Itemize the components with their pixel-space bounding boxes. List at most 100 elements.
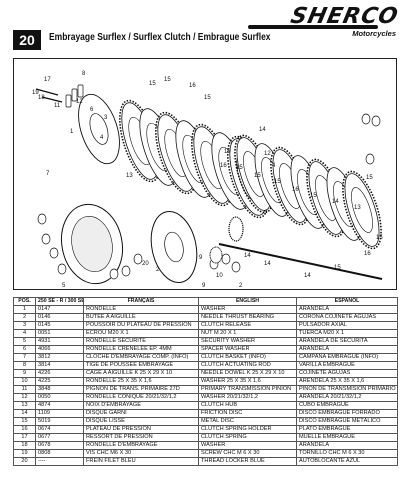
sherco-logo: SHERCO Motorcycles xyxy=(228,4,401,44)
column-header: ESPAÑOL xyxy=(296,297,398,306)
diagram-callout-label: 4 xyxy=(272,163,276,169)
clutch-rod xyxy=(218,243,383,280)
table-cell: PULSADOR AXIAL xyxy=(296,321,398,330)
table-cell: 4066 xyxy=(35,345,84,354)
clutch-bolt xyxy=(41,96,63,103)
table-cell: 3 xyxy=(13,321,36,330)
parts-table-header: POS.250 SE - R / 300 SE - RFRANÇAISENGLI… xyxy=(13,297,398,306)
table-cell: THREAD LOCKER BLUE xyxy=(198,457,297,466)
washer xyxy=(221,253,231,265)
table-cell: RONDELLE 25 X 35 X 1,6 xyxy=(83,377,199,386)
table-cell: PLATO EMBRAGUE xyxy=(296,425,398,434)
diagram-callout-label: 6 xyxy=(90,107,94,113)
diagram-callout-label: 5 xyxy=(62,283,66,289)
table-cell: 9 xyxy=(13,369,36,378)
diagram-callout-label: 15 xyxy=(376,235,383,241)
table-cell: 14 xyxy=(13,409,36,418)
clutch-basket-inner xyxy=(71,215,113,273)
table-cell: 2 xyxy=(13,313,36,322)
diagram-callout-label: 15 xyxy=(310,193,317,199)
table-cell: 8 xyxy=(13,361,36,370)
diagram-callout-label: 20 xyxy=(142,261,149,267)
table-cell: PIÑON DE TRANSMISIÓN PRIMARIO xyxy=(296,385,398,394)
table-cell: CLOCHE D'EMBRAYAGE COMP. (INFO) xyxy=(83,353,199,362)
table-cell: ---- xyxy=(35,457,84,466)
table-cell: DISCO EMBRAGUE FORRADO xyxy=(296,409,398,418)
table-cell: 19 xyxy=(13,449,36,458)
diagram-callout-label: 15 xyxy=(366,175,373,181)
table-cell: CLUTCH RELEASE xyxy=(198,321,297,330)
table-cell: SECURITY WASHER xyxy=(198,337,297,346)
table-cell: POUSSOIR DU PLATEAU DE PRESSION xyxy=(83,321,199,330)
table-cell: RONDELLE xyxy=(83,305,199,314)
table-cell: 5019 xyxy=(35,417,84,426)
table-cell: CLUTCH HUB xyxy=(198,401,297,410)
table-cell: ARANDELA 20/21/32/1,2 xyxy=(296,393,398,402)
table-cell: DISQUE GARNI xyxy=(83,409,199,418)
diagram-callout-label: 18 xyxy=(38,95,45,101)
table-cell: 3814 xyxy=(35,361,84,370)
table-cell: 0146 xyxy=(35,313,84,322)
diagram-callout-label: 15 xyxy=(334,265,341,271)
diagram-callout-label: 11 xyxy=(54,103,61,109)
column-header: ENGLISH xyxy=(198,297,297,306)
table-cell: 0147 xyxy=(35,305,84,314)
table-cell: DISCO EMBRAGUE METÁLICO xyxy=(296,417,398,426)
diagram-callout-label: 15 xyxy=(254,173,261,179)
diagram-callout-label: 1 xyxy=(70,129,74,135)
table-cell: 16 xyxy=(13,425,36,434)
table-cell: TUERCA M20 X 1 xyxy=(296,329,398,338)
page-number: 20 xyxy=(13,30,41,50)
column-header: FRANÇAIS xyxy=(83,297,199,306)
table-cell: CAMPANA EMBRAGUE (INFO) xyxy=(296,353,398,362)
washer xyxy=(49,247,59,259)
diagram-callout-label: 14 xyxy=(264,261,271,267)
table-cell: ARANDELA xyxy=(296,345,398,354)
table-cell: CLUTCH ACTUATING ROD xyxy=(198,361,297,370)
diagram-callout-label: 19 xyxy=(32,90,39,96)
page-title: Embrayage Surflex / Surflex Clutch / Emb… xyxy=(49,32,271,43)
table-cell: 1 xyxy=(13,305,36,314)
diagram-callout-label: 12 xyxy=(264,151,271,157)
washer xyxy=(231,261,241,273)
diagram-callout-label: 8 xyxy=(82,71,86,77)
table-cell: 4225 xyxy=(35,377,84,386)
diagram-callout-label: 14 xyxy=(304,273,311,279)
diagram-callout-label: 15 xyxy=(164,77,171,83)
table-cell: NUT M 20 X 1 xyxy=(198,329,297,338)
table-cell: 0051 xyxy=(35,329,84,338)
table-cell: 1109 xyxy=(35,409,84,418)
diagram-callout-label: 2 xyxy=(156,267,160,273)
table-cell: RONDELLE CRENELÉE EP. 4MM xyxy=(83,345,199,354)
table-cell: ECROU M20 X 1 xyxy=(83,329,199,338)
table-cell: TORNILLO CHC M 6 X 30 xyxy=(296,449,398,458)
table-cell: 4226 xyxy=(35,369,84,378)
table-cell: 15 xyxy=(13,417,36,426)
table-cell: AUTOBLOCANTE AZUL xyxy=(296,457,398,466)
table-cell: METAL DISC xyxy=(198,417,297,426)
table-cell: ARANDELA xyxy=(296,305,398,314)
table-cell: NEEDLE DOWEL K 25 X 29 X 10 xyxy=(198,369,297,378)
parts-table: POS.250 SE - R / 300 SE - RFRANÇAISENGLI… xyxy=(13,297,398,466)
table-cell: WASHER xyxy=(198,441,297,450)
column-header: 250 SE - R / 300 SE - R xyxy=(35,297,84,306)
washer xyxy=(361,113,371,125)
clutch-spring xyxy=(77,84,84,98)
diagram-callout-label: 10 xyxy=(216,273,223,279)
table-cell: 3848 xyxy=(35,385,84,394)
table-cell: RONDELLE SÉCURITÉ xyxy=(83,337,199,346)
table-cell: 7 xyxy=(13,353,36,362)
table-cell: 6 xyxy=(13,345,36,354)
table-cell: 0674 xyxy=(35,425,84,434)
clutch-bolt xyxy=(35,88,59,96)
table-cell: NOIX D'EMBRAYAGE xyxy=(83,401,199,410)
table-cell: 18 xyxy=(13,441,36,450)
